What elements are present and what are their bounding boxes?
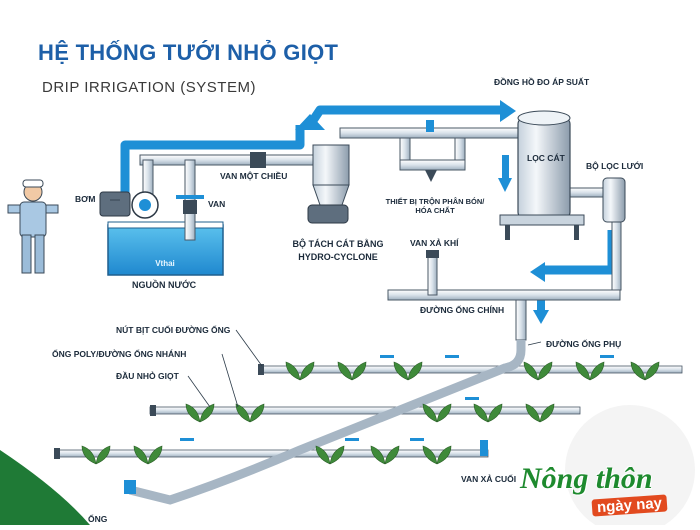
label-poly-pipe: ỐNG POLY/ĐƯỜNG ỐNG NHÁNH	[52, 349, 187, 359]
label-pressure-gauge: ĐỒNG HỒ ĐO ÁP SUẤT	[494, 77, 590, 87]
label-hydro-cyclone-line2: HYDRO-CYCLONE	[298, 252, 378, 262]
water-source-tank: Vthai	[107, 221, 224, 276]
label-fertilizer-mixer-line1: THIẾT BỊ TRỘN PHÂN BÓN/	[385, 197, 485, 206]
mesh-filter	[602, 177, 626, 223]
end-plugs	[54, 364, 264, 459]
valve	[176, 195, 204, 214]
pipework	[139, 127, 622, 341]
air-release-valve	[426, 250, 439, 258]
lateral-flow-arrows	[180, 355, 614, 441]
hydro-cyclone	[307, 144, 350, 224]
tank-logo-text: Vthai	[155, 259, 175, 268]
label-hydro-cyclone-line1: BỘ TÁCH CÁT BẰNG	[292, 239, 384, 249]
label-sub-pipe: ĐƯỜNG ỐNG PHỤ	[546, 339, 622, 349]
fertilizer-mixer	[425, 120, 437, 182]
plants	[81, 361, 660, 465]
leader-lines	[110, 199, 542, 408]
label-flush-valve: VAN XẢ CUỐI	[461, 474, 517, 484]
check-valve	[250, 152, 266, 168]
worker-figure	[7, 179, 59, 274]
label-water-source: NGUỒN NƯỚC	[132, 280, 197, 290]
label-valve: VAN	[208, 199, 226, 209]
flow-arrowheads	[295, 100, 549, 324]
label-hydro-cyclone: BỘ TÁCH CÁT BẰNG HYDRO-CYCLONE	[283, 238, 393, 264]
label-main-pipe: ĐƯỜNG ỐNG CHÍNH	[420, 305, 505, 315]
flow-down-mixer	[502, 155, 509, 180]
flush-valves	[124, 440, 488, 494]
label-bottom-partial: ỐNG	[88, 514, 108, 524]
diagram-title: HỆ THỐNG TƯỚI NHỎ GIỌT	[38, 40, 339, 65]
brand-logo-line1: Nông thôn	[520, 462, 653, 495]
corner-decoration	[0, 450, 90, 525]
pump	[99, 191, 159, 219]
drip-laterals	[57, 340, 683, 505]
label-end-plug: NÚT BỊT CUỐI ĐƯỜNG ỐNG	[116, 325, 231, 335]
flow-down-main	[537, 290, 545, 312]
label-pump: BƠM	[75, 194, 96, 204]
diagram-subtitle: DRIP IRRIGATION (SYSTEM)	[42, 79, 256, 96]
label-emitter: ĐẦU NHỎ GIỌT	[116, 371, 179, 381]
label-sand-filter: LỌC CÁT	[527, 153, 565, 163]
label-fertilizer-mixer: THIẾT BỊ TRỘN PHÂN BÓN/ HÓA CHẤT	[380, 197, 490, 215]
sand-filter	[499, 110, 585, 240]
label-air-valve: VAN XẢ KHÍ	[410, 238, 459, 248]
label-check-valve: VAN MỘT CHIỀU	[220, 171, 288, 181]
label-fertilizer-mixer-line2: HÓA CHẤT	[415, 206, 455, 215]
label-mesh-filter: BỘ LỌC LƯỚI	[586, 161, 644, 171]
